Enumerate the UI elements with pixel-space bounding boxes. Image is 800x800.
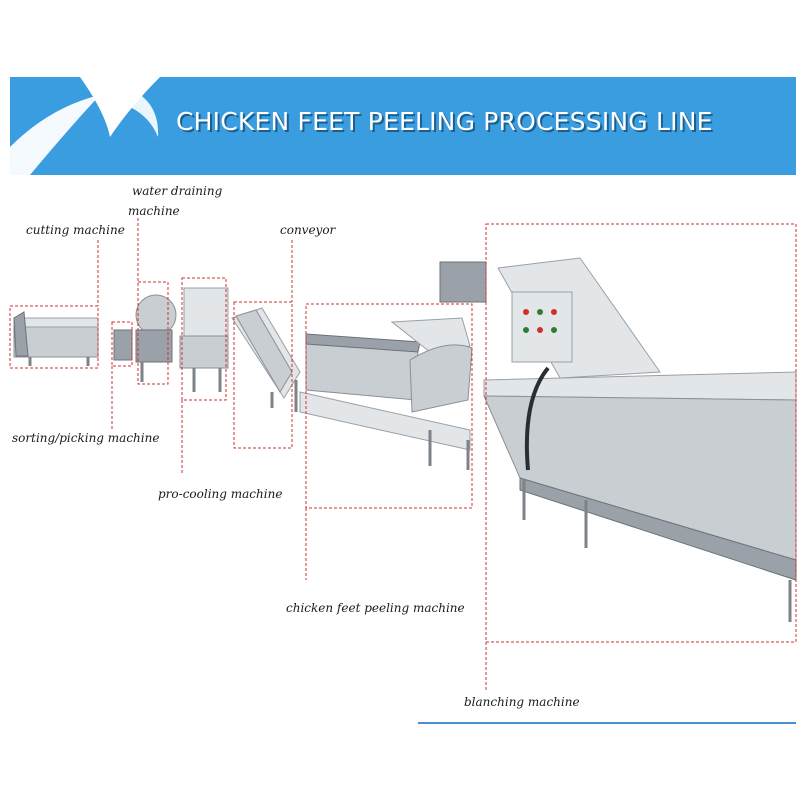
banner-background xyxy=(10,77,796,175)
callout-box-peeling xyxy=(305,303,473,509)
label-pro-cooling-machine: pro-cooling machine xyxy=(158,487,283,501)
callout-box-pro-cooling xyxy=(181,277,227,401)
callout-boxes xyxy=(9,223,797,643)
label-water-draining-machine: machine xyxy=(128,204,180,218)
brand-logo-icon xyxy=(10,77,160,175)
label-sorting-machine: sorting/picking machine xyxy=(12,431,160,445)
sorting-machine-image xyxy=(113,329,133,361)
callout-box-blanching xyxy=(485,223,797,643)
conveyor-image xyxy=(231,307,301,412)
label-blanching-machine: blanching machine xyxy=(464,695,580,709)
label-peeling-machine: chicken feet peeling machine xyxy=(286,601,465,615)
bottom-divider xyxy=(418,722,796,724)
label-conveyor: conveyor xyxy=(280,223,336,237)
callout-box-water-draining xyxy=(137,281,169,385)
page-title: CHICKEN FEET PEELING PROCESSING LINE xyxy=(176,107,713,136)
callout-leaders xyxy=(97,218,487,690)
pro-cooling-machine-image xyxy=(179,287,229,392)
label-water-draining: water draining xyxy=(132,184,223,198)
title-banner: CHICKEN FEET PEELING PROCESSING LINE xyxy=(10,77,796,175)
cutting-machine-image xyxy=(13,311,99,366)
blanching-machine-image xyxy=(439,257,797,622)
water-draining-machine-image xyxy=(135,294,177,382)
callout-box-sorting xyxy=(111,321,133,367)
peeling-machine-image xyxy=(299,317,473,470)
callout-box-conveyor xyxy=(233,301,293,449)
label-cutting-machine: cutting machine xyxy=(26,223,125,237)
